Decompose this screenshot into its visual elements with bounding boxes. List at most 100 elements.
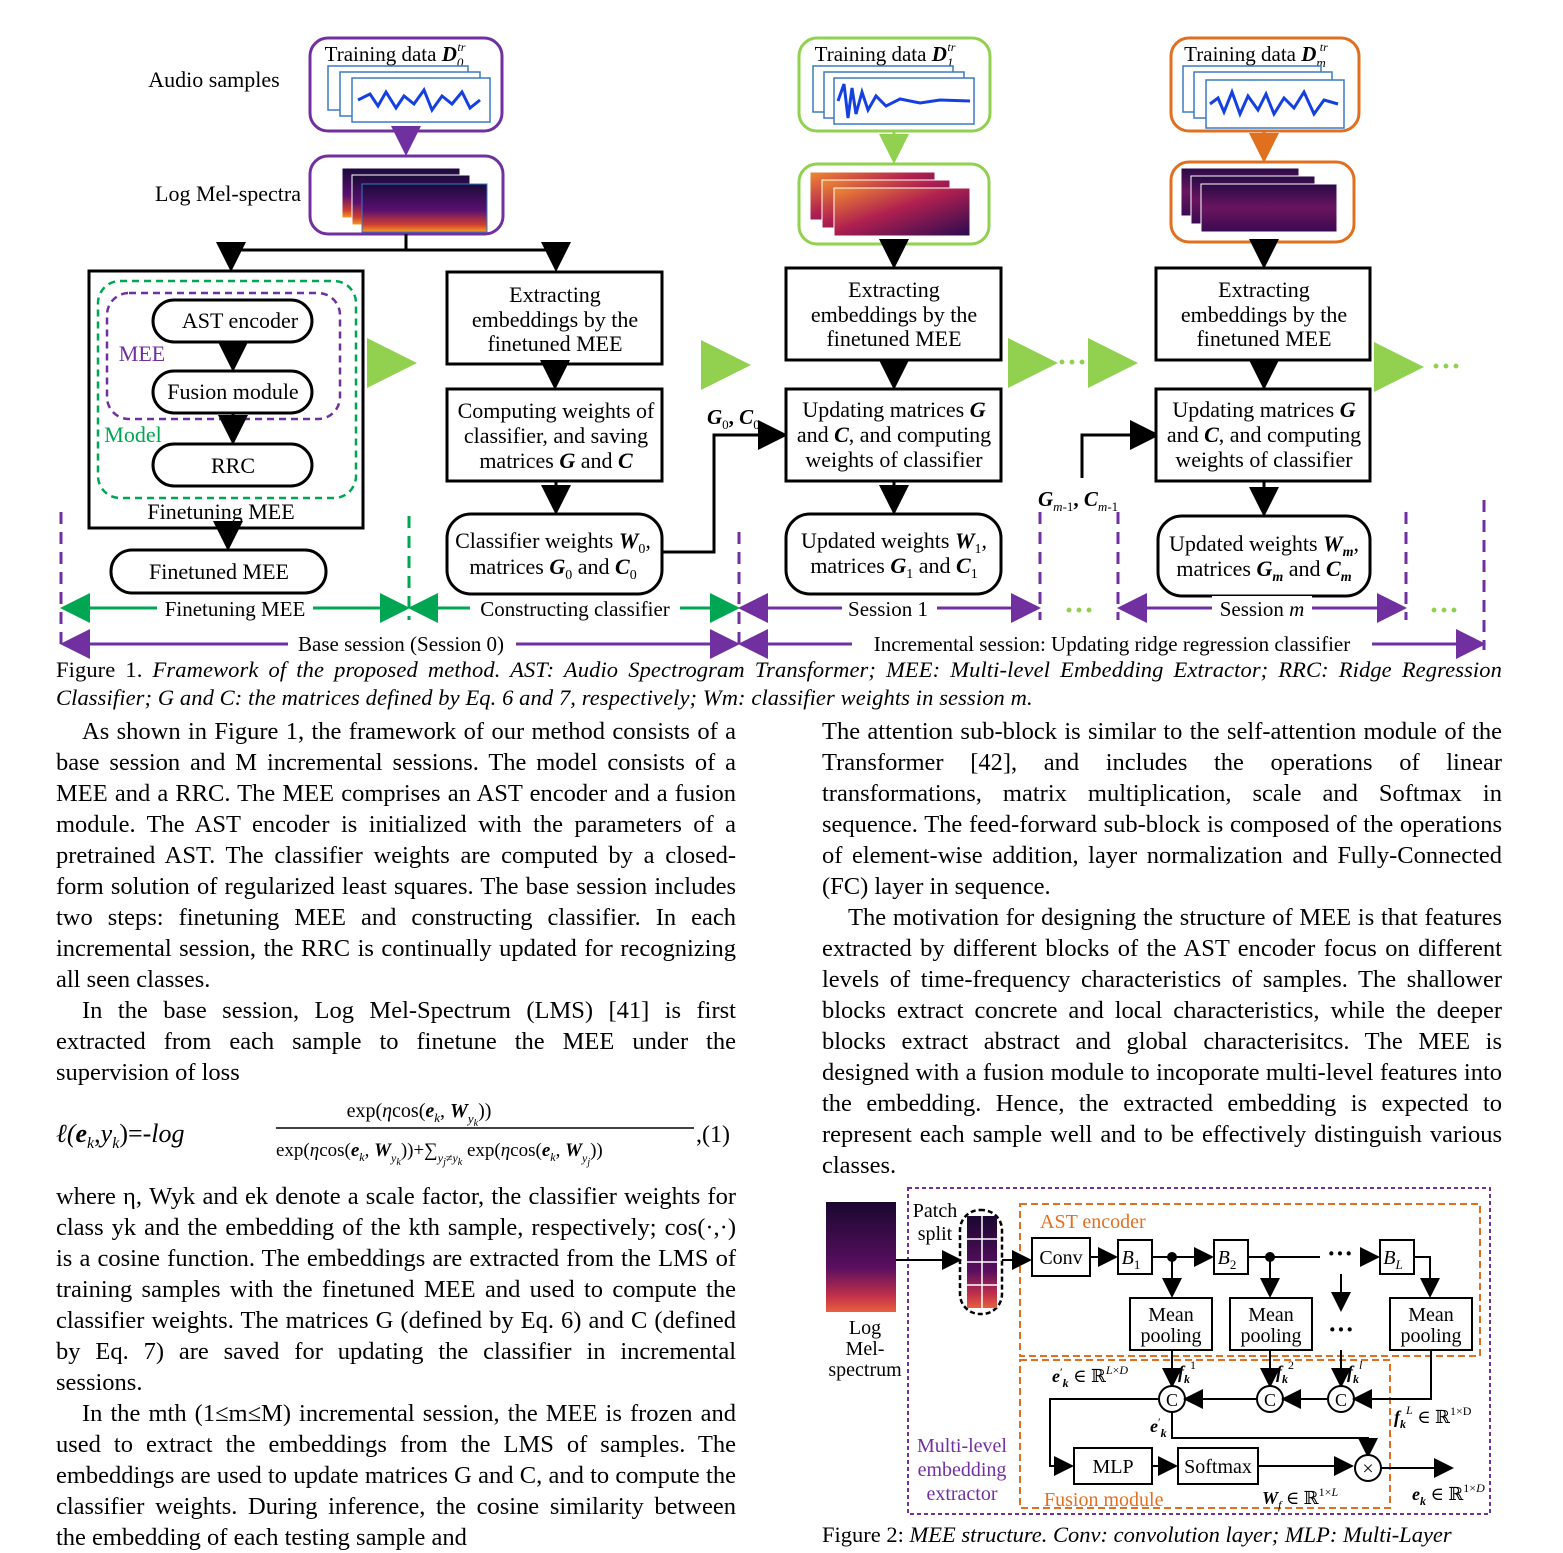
fig2-conv: Conv bbox=[1039, 1247, 1082, 1269]
svg-text:and C, and computing: and C, and computing bbox=[1167, 422, 1361, 447]
svg-text:finetuned MEE: finetuned MEE bbox=[1196, 326, 1331, 351]
right-paragraph-1: The attention sub-block is similar to th… bbox=[822, 718, 1502, 900]
svg-text:and C, and computing: and C, and computing bbox=[797, 422, 991, 447]
svg-text:Mel-: Mel- bbox=[846, 1338, 885, 1360]
rrc-label: RRC bbox=[211, 453, 255, 478]
svg-text:Wf ∈ ℝ1×L: Wf ∈ ℝ1×L bbox=[1262, 1485, 1338, 1512]
svg-text:···: ··· bbox=[1057, 346, 1087, 379]
rrc-node bbox=[151, 442, 314, 488]
svg-text:matrices G1 and C1: matrices G1 and C1 bbox=[810, 553, 977, 582]
svg-text:Updating matrices G: Updating matrices G bbox=[1172, 397, 1355, 422]
svg-text:weights of classifier: weights of classifier bbox=[805, 447, 983, 472]
svg-text:finetuned MEE: finetuned MEE bbox=[487, 331, 622, 356]
svg-text:extractor: extractor bbox=[926, 1483, 997, 1505]
svg-text:Extracting: Extracting bbox=[1218, 277, 1310, 302]
right-paragraph-2: The motivation for designing the structu… bbox=[822, 904, 1502, 1179]
svg-text:G0, C0: G0, C0 bbox=[707, 405, 760, 432]
left-paragraph-2: In the base session, Log Mel-Spectrum (L… bbox=[56, 997, 736, 1086]
svg-text:Mean: Mean bbox=[1148, 1304, 1194, 1326]
figure-1-caption-text: Framework of the proposed method. AST: A… bbox=[56, 657, 1502, 710]
svg-text:spectrum: spectrum bbox=[828, 1359, 902, 1381]
svg-text:,(1): ,(1) bbox=[696, 1122, 730, 1148]
svg-text:Log: Log bbox=[849, 1317, 881, 1339]
svg-text:embeddings by the: embeddings by the bbox=[472, 307, 638, 332]
svg-text:···: ··· bbox=[1064, 594, 1094, 627]
svg-text:Computing weights of: Computing weights of bbox=[458, 398, 655, 423]
svg-text:classifier, and saving: classifier, and saving bbox=[464, 423, 648, 448]
span-session1: Session 1 bbox=[848, 597, 928, 621]
fusion-module-label: Fusion module bbox=[167, 379, 298, 404]
figure-2-caption-text: MEE structure. Conv: convolution layer; … bbox=[909, 1522, 1452, 1547]
svg-text:pooling: pooling bbox=[1240, 1325, 1301, 1347]
span-finetuning: Finetuning MEE bbox=[165, 597, 306, 621]
svg-text:matrices G and C: matrices G and C bbox=[479, 448, 633, 473]
left-paragraph-4: In the mth (1≤m≤M) incremental session, … bbox=[56, 1400, 736, 1551]
figure-2: AST encoder Fusion module Log Mel- spect… bbox=[826, 1187, 1491, 1515]
svg-text:Updated weights Wm,: Updated weights Wm, bbox=[1169, 531, 1359, 560]
svg-text:×: × bbox=[1362, 1458, 1373, 1480]
updating-box-1 bbox=[784, 387, 1003, 483]
computing-box bbox=[445, 387, 664, 483]
svg-text:Updating matrices G: Updating matrices G bbox=[802, 397, 985, 422]
left-column: As shown in Figure 1, the framework of o… bbox=[56, 716, 736, 1088]
finetuned-mee-label: Finetuned MEE bbox=[149, 559, 289, 584]
svg-text:exp(ηcos(ek, Wyk))+∑yj≠yk exp(: exp(ηcos(ek, Wyk))+∑yj≠yk exp(ηcos(ek, W… bbox=[276, 1140, 603, 1168]
svg-text:C: C bbox=[1335, 1390, 1347, 1410]
audio-samples-label: Audio samples bbox=[148, 67, 279, 92]
svg-text:embeddings by the: embeddings by the bbox=[811, 302, 977, 327]
svg-text:matrices Gm and Cm: matrices Gm and Cm bbox=[1176, 556, 1351, 585]
extracting-box-1 bbox=[784, 266, 1003, 362]
svg-text:finetuned MEE: finetuned MEE bbox=[826, 326, 961, 351]
figure-2-caption-label: Figure 2: bbox=[822, 1522, 904, 1547]
right-column: The attention sub-block is similar to th… bbox=[822, 716, 1502, 1181]
fig2-ast-encoder-label: AST encoder bbox=[1040, 1211, 1146, 1233]
base-log-mel bbox=[308, 154, 505, 236]
svg-text:Extracting: Extracting bbox=[509, 282, 601, 307]
svg-text:Classifier weights W0,: Classifier weights W0, bbox=[455, 528, 651, 557]
svg-text:Session m: Session m bbox=[1220, 597, 1305, 621]
svg-text:Multi-level: Multi-level bbox=[917, 1435, 1007, 1457]
svg-text:Mean: Mean bbox=[1408, 1304, 1454, 1326]
equation-1: ℓ(ek,yk)=-log exp(ηcos(ek, Wyk)) exp(ηco… bbox=[56, 1090, 736, 1174]
svg-text:···: ··· bbox=[1431, 350, 1461, 383]
svg-text:fkl: fkl bbox=[1347, 1358, 1363, 1386]
left-paragraph-3: where η, Wyk and ek denote a scale facto… bbox=[56, 1183, 736, 1396]
figure-1: Audio samples Log Mel-spectra Training d… bbox=[59, 36, 1486, 659]
svg-text:embeddings by the: embeddings by the bbox=[1181, 302, 1347, 327]
base-training-data: Training data D0tr bbox=[308, 36, 504, 133]
updating-box-m bbox=[1154, 387, 1372, 483]
span-constructing: Constructing classifier bbox=[480, 597, 670, 621]
svg-text:fkL ∈ ℝ1×D: fkL ∈ ℝ1×D bbox=[1394, 1403, 1472, 1431]
svg-text:split: split bbox=[918, 1223, 953, 1245]
left-column-continued: where η, Wyk and ek denote a scale facto… bbox=[56, 1181, 736, 1553]
svg-text:···: ··· bbox=[1328, 1315, 1354, 1344]
svg-text:matrices G0 and C0: matrices G0 and C0 bbox=[469, 554, 636, 583]
svg-text:e′k: e′k bbox=[1150, 1415, 1167, 1440]
left-paragraph-1: As shown in Figure 1, the framework of o… bbox=[56, 718, 736, 993]
svg-text:exp(ηcos(ek, Wyk)): exp(ηcos(ek, Wyk)) bbox=[347, 1100, 492, 1129]
svg-text:embedding: embedding bbox=[918, 1459, 1007, 1481]
svg-text:fk2: fk2 bbox=[1276, 1358, 1294, 1386]
svg-text:···: ··· bbox=[1429, 594, 1459, 627]
svg-text:···: ··· bbox=[1327, 1239, 1353, 1268]
log-mel-label: Log Mel-spectra bbox=[155, 181, 301, 206]
svg-text:Training data D0tr: Training data D0tr bbox=[325, 40, 466, 70]
span-incremental: Incremental session: Updating ridge regr… bbox=[874, 632, 1350, 656]
svg-text:Training data D1tr: Training data D1tr bbox=[815, 40, 956, 70]
finetuning-mee-caption: Finetuning MEE bbox=[147, 499, 294, 524]
svg-text:Training data Dmtr: Training data Dmtr bbox=[1184, 40, 1328, 70]
svg-text:weights of classifier: weights of classifier bbox=[1175, 447, 1353, 472]
svg-text:ℓ(ek,yk)=-log: ℓ(ek,yk)=-log bbox=[56, 1119, 185, 1152]
svg-text:pooling: pooling bbox=[1400, 1325, 1461, 1347]
figure-1-caption-label: Figure 1. bbox=[56, 657, 143, 682]
fig2-softmax: Softmax bbox=[1184, 1456, 1252, 1478]
figure-1-caption: Figure 1. Framework of the proposed meth… bbox=[56, 656, 1502, 712]
span-base-session: Base session (Session 0) bbox=[298, 632, 504, 656]
mee-label: MEE bbox=[119, 341, 165, 366]
ast-encoder-label: AST encoder bbox=[182, 308, 299, 333]
svg-text:C: C bbox=[1264, 1390, 1276, 1410]
svg-text:ek ∈ ℝ1×D: ek ∈ ℝ1×D bbox=[1412, 1481, 1485, 1508]
svg-text:pooling: pooling bbox=[1140, 1325, 1201, 1347]
svg-text:Mean: Mean bbox=[1248, 1304, 1294, 1326]
svg-text:fk1: fk1 bbox=[1178, 1358, 1196, 1386]
